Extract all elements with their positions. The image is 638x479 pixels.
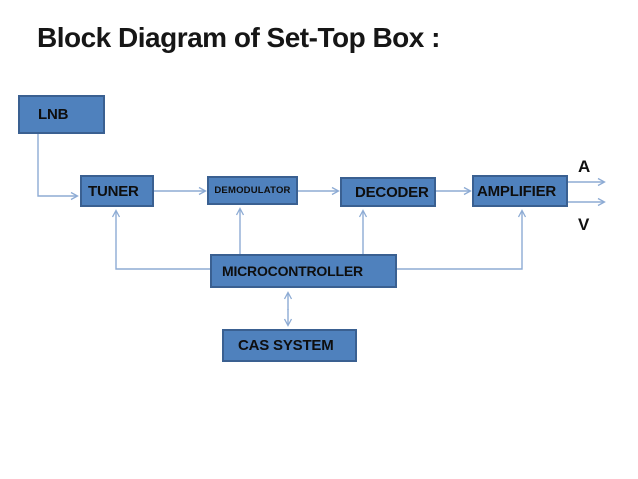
node-tuner-label: TUNER [88, 182, 139, 200]
edge-microcontroller-tuner [111, 209, 210, 270]
node-microcontroller-label: MICROCONTROLLER [222, 263, 363, 279]
video-output-label: V [578, 215, 590, 234]
edge-microcontroller-amplifier [397, 209, 527, 270]
node-amplifier-label: AMPLIFIER [477, 182, 557, 200]
node-cas-system-label: CAS SYSTEM [238, 337, 334, 354]
node-amplifier: AMPLIFIER [472, 175, 568, 207]
node-decoder-label: DECODER [355, 183, 429, 201]
node-microcontroller: MICROCONTROLLER [210, 254, 397, 288]
node-lnb: LNB [18, 95, 105, 134]
node-lnb-label: LNB [38, 106, 69, 123]
node-decoder: DECODER [340, 177, 436, 207]
edge-lnb-tuner [37, 134, 79, 201]
node-tuner: TUNER [80, 175, 154, 207]
page-title: Block Diagram of Set-Top Box : [37, 22, 440, 53]
node-demodulator: DEMODULATOR [207, 176, 298, 205]
node-demodulator-label: DEMODULATOR [214, 185, 291, 196]
node-cas-system: CAS SYSTEM [222, 329, 357, 362]
audio-output-label: A [578, 157, 591, 176]
